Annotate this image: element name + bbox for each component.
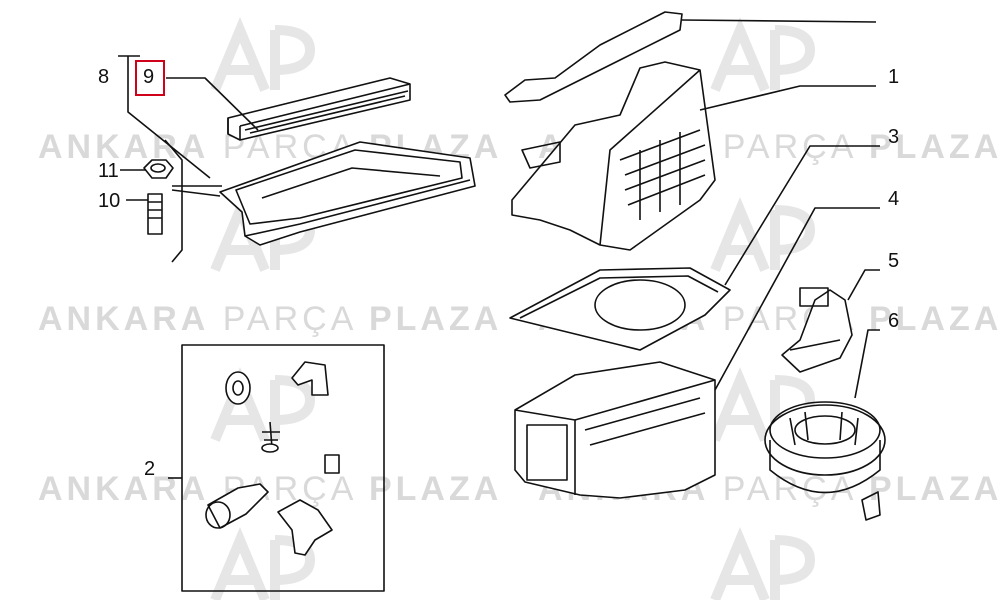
callout-1-line: [699, 85, 876, 111]
callout-4-line: [714, 207, 880, 391]
callout-6: 6: [888, 310, 900, 332]
callout-1: 1: [888, 66, 900, 88]
callout-8: 8: [98, 66, 110, 88]
callout-5-line: [847, 269, 880, 301]
blower-housing-part: [514, 361, 716, 499]
watermark-text-5: ANKARA PARÇA PLAZA: [38, 470, 503, 508]
callout-6-line: [854, 329, 880, 399]
fastener-kit-box: [181, 344, 385, 592]
clip-parts: [205, 361, 340, 556]
callout-4: 4: [888, 188, 900, 210]
highlight-box: [135, 60, 165, 96]
callout-10: 10: [98, 190, 121, 212]
resistor-part: [781, 287, 853, 373]
callout-11: 11: [98, 160, 119, 182]
callout-9: 9: [143, 66, 155, 88]
blower-motor-part: [764, 401, 886, 521]
callout-9-line: [166, 77, 259, 131]
top-leader-line: [681, 19, 877, 23]
filter-housing-part: [219, 141, 476, 246]
callout-2: 2: [144, 458, 156, 480]
callout-8-line: [118, 55, 211, 179]
bracket-line: [164, 139, 183, 263]
watermark-text-3: ANKARA PARÇA PLAZA: [38, 300, 503, 338]
cabin-filter-part: [227, 77, 411, 141]
callout-3: 3: [888, 126, 900, 148]
gasket-strip-part: [504, 11, 683, 103]
gasket-frame-part: [509, 267, 731, 351]
callout-3-line: [724, 145, 880, 286]
nut-part: [143, 159, 174, 179]
upper-housing-part: [511, 61, 716, 251]
callout-5: 5: [888, 250, 900, 272]
bolt-part: [147, 193, 163, 235]
